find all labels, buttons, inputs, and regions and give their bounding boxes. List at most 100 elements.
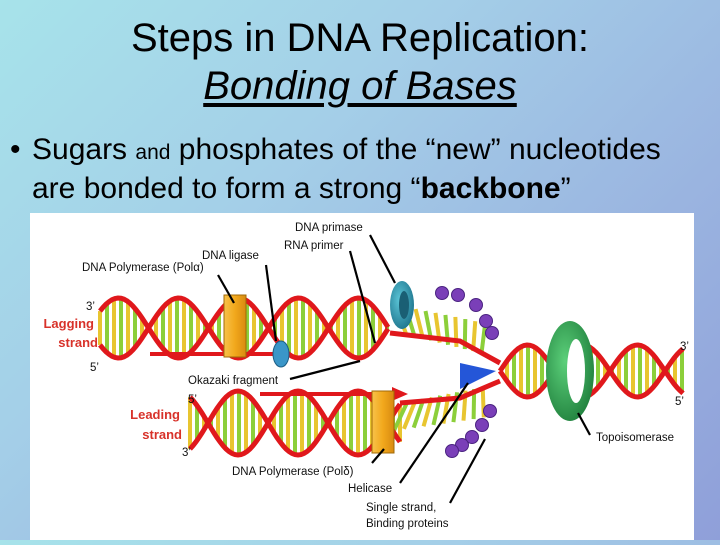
- lagging-rung: [119, 298, 123, 358]
- helicase-icon: [460, 363, 496, 389]
- parental-rung: [505, 360, 509, 382]
- parental-rung: [680, 349, 684, 393]
- bullet-text-and: and: [135, 141, 171, 164]
- dna-replication-diagram: DNA primase RNA primer DNA ligase DNA Po…: [30, 213, 694, 540]
- ssb-protein: [485, 326, 499, 340]
- bullet-text-sugars: Sugars: [32, 133, 136, 166]
- label-ssb-1: Single strand,: [366, 502, 436, 514]
- lagging-rung: [371, 306, 375, 350]
- label-dna-polymerase-delta: DNA Polymerase (Polδ): [232, 466, 354, 478]
- lagging-rung: [252, 307, 256, 349]
- ssb-protein: [469, 298, 483, 312]
- leading-rung: [307, 396, 311, 450]
- lagging-rung: [189, 304, 193, 352]
- lagging-rung: [154, 316, 158, 340]
- leading-strand: [188, 388, 403, 458]
- fork-lower-rung: [411, 398, 426, 429]
- lagging-rung: [126, 301, 130, 355]
- lagging-rung: [217, 312, 221, 344]
- label-leading-1: Leading: [130, 407, 180, 422]
- label-five-prime-lagging: 5’: [90, 362, 99, 374]
- lagging-rung: [308, 303, 312, 353]
- lagging-rung: [378, 315, 382, 341]
- lagging-rung: [133, 308, 137, 348]
- parental-rung: [540, 353, 544, 389]
- fork-lower-rung: [431, 395, 443, 426]
- lagging-rung: [301, 298, 305, 358]
- label-five-prime-right: 5’: [675, 396, 684, 408]
- title-line-2: Bonding of Bases: [203, 64, 517, 108]
- parental-rung: [617, 358, 621, 384]
- fork-upper-rung: [471, 321, 478, 352]
- parental-rung: [673, 356, 677, 386]
- leading-rung: [356, 391, 360, 455]
- parental-rung: [512, 352, 516, 390]
- slide-title: Steps in DNA Replication: Bonding of Bas…: [0, 14, 720, 110]
- lagging-rung: [350, 299, 354, 357]
- leading-rung: [286, 395, 290, 451]
- parental-rung: [603, 363, 607, 379]
- parental-rung: [645, 348, 649, 394]
- diagram-svg: DNA primase RNA primer DNA ligase DNA Po…: [43, 222, 689, 530]
- label-three-prime-leading: 3’: [182, 447, 191, 459]
- ssb-protein: [475, 418, 489, 432]
- leading-rung: [342, 399, 346, 447]
- leading-rung: [244, 393, 248, 453]
- fork-upper-rung: [433, 312, 442, 343]
- leading-rung: [223, 398, 227, 448]
- label-lagging-2: strand: [58, 335, 98, 350]
- lagging-rung: [364, 300, 368, 356]
- leading-arrowhead: [392, 387, 408, 401]
- leading-rung: [321, 414, 325, 432]
- label-lagging-1: Lagging: [43, 316, 94, 331]
- ssb-protein: [479, 314, 493, 328]
- lagging-rung: [287, 301, 291, 355]
- ssb-protein: [451, 288, 465, 302]
- parental-strand: [497, 342, 685, 400]
- label-leading-2: strand: [142, 427, 182, 442]
- fork-upper-rung: [423, 310, 434, 341]
- lagging-rung: [294, 298, 298, 358]
- parental-rung: [638, 345, 642, 397]
- label-five-prime-leading: 5’: [188, 394, 197, 406]
- bullet-marker: •: [10, 133, 21, 166]
- parental-rung: [533, 347, 537, 395]
- leading-rung: [314, 404, 318, 442]
- lagging-rung: [175, 298, 179, 358]
- leading-rung: [293, 391, 297, 455]
- fork-upper-rung: [413, 308, 425, 339]
- leading-rung: [188, 397, 192, 449]
- base-pair-rungs: [98, 298, 684, 455]
- ssb-protein: [435, 286, 449, 300]
- lagging-rung: [357, 298, 361, 358]
- ssb-protein: [445, 444, 459, 458]
- leading-rung: [279, 402, 283, 444]
- leading-rung: [363, 393, 367, 453]
- lagging-rung: [168, 300, 172, 356]
- leading-rung: [202, 416, 206, 430]
- parental-rung: [659, 365, 663, 377]
- label-okazaki: Okazaki fragment: [188, 375, 279, 387]
- label-three-prime-right: 3’: [680, 341, 689, 353]
- pointer-lines: [217, 234, 591, 504]
- parental-strand: [497, 342, 685, 400]
- lagging-rung: [322, 320, 326, 336]
- fork-lower-rung: [421, 396, 434, 427]
- parental-rung: [519, 346, 523, 396]
- lagging-rung: [161, 307, 165, 349]
- leading-rung: [209, 417, 213, 429]
- lagging-rung: [336, 313, 340, 343]
- fork-upper-strand: [389, 330, 502, 366]
- fork-lower-rung: [392, 402, 409, 432]
- leading-rung: [272, 413, 276, 433]
- fork-lower-rung: [402, 400, 418, 430]
- lagging-rung: [280, 308, 284, 348]
- ssb-protein: [483, 404, 497, 418]
- label-ssb-2: Binding proteins: [366, 518, 449, 530]
- dna-polymerase-delta: [371, 390, 395, 454]
- lagging-rung: [245, 300, 249, 356]
- label-dna-primase: DNA primase: [295, 222, 363, 234]
- label-helicase: Helicase: [348, 483, 392, 495]
- bullet-text-closequote: ”: [560, 172, 571, 205]
- bullet-text-bonded: are bonded to form a strong “: [32, 172, 421, 205]
